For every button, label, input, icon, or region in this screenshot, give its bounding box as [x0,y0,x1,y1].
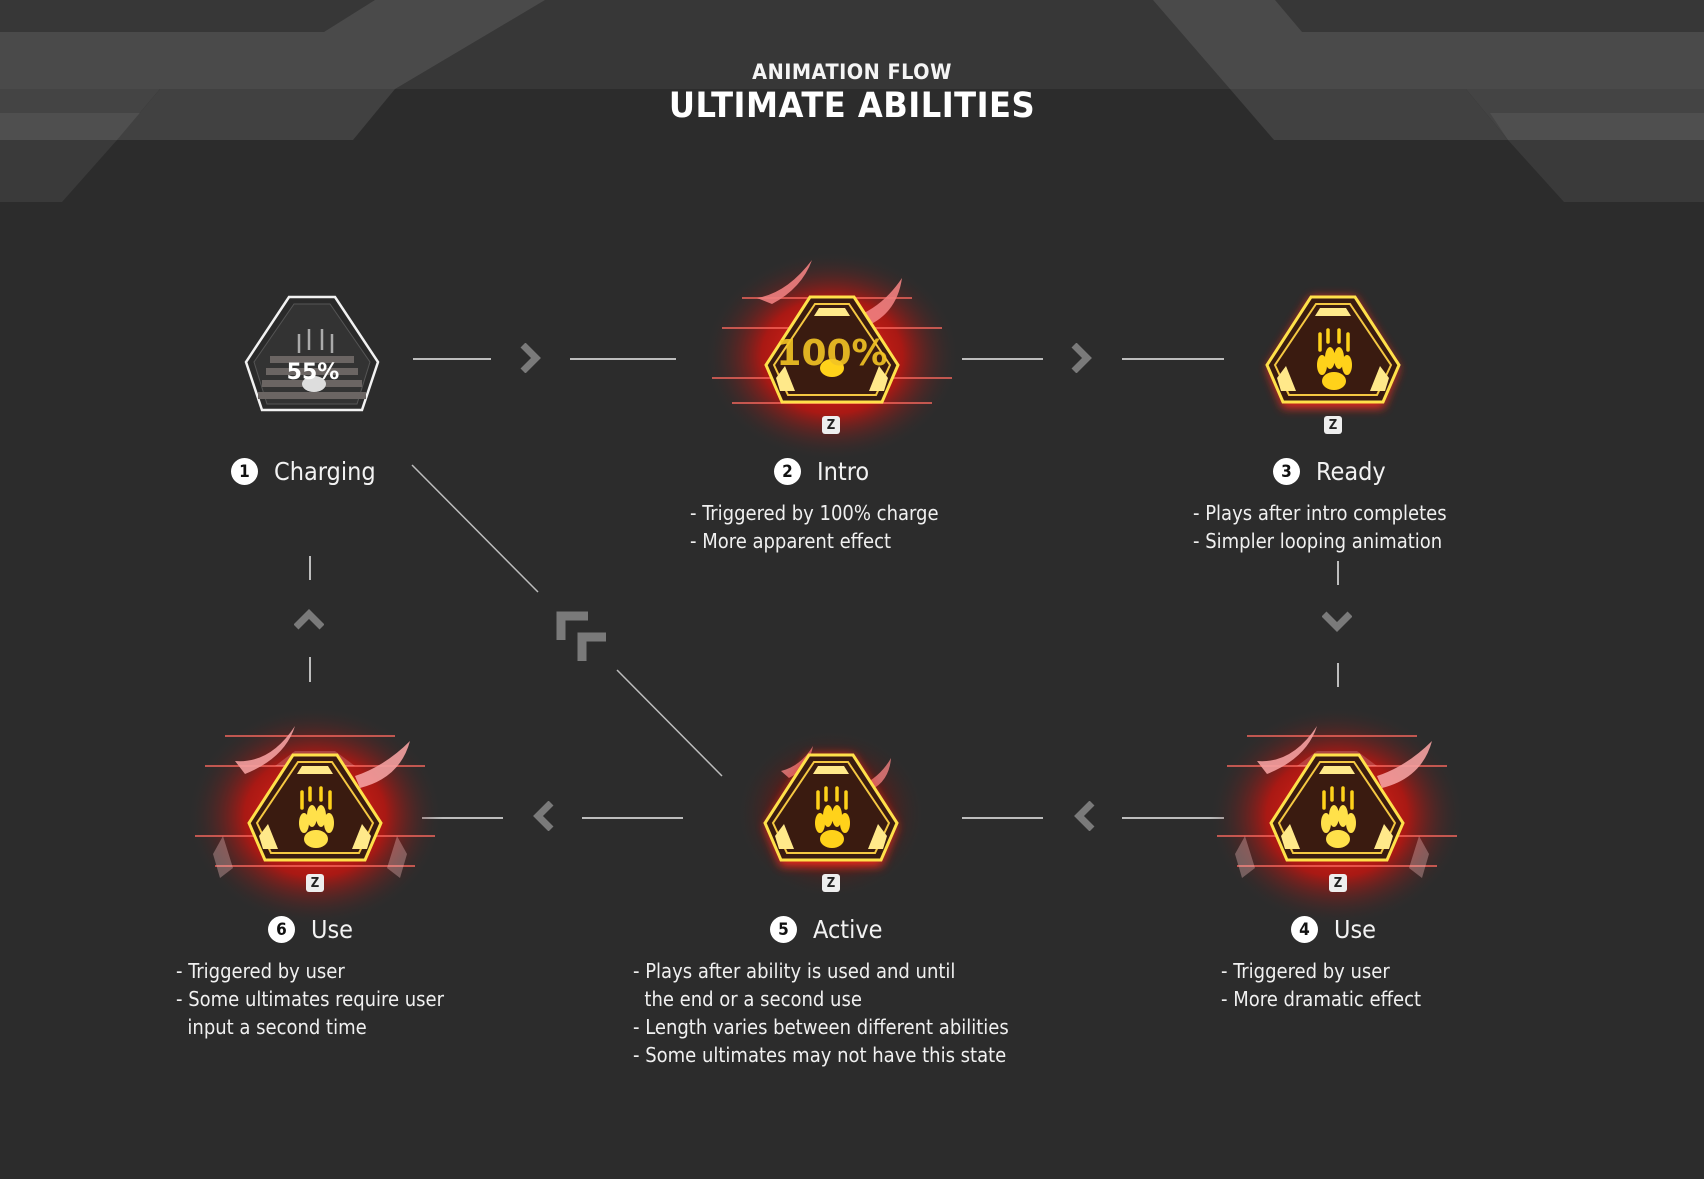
chevron-down-icon [1322,611,1352,632]
connector-line-3-4b [1337,663,1339,687]
page-subtitle: ANIMATION FLOW [752,60,952,84]
paw-use-icon [1209,706,1465,926]
node-title: Active [813,915,883,944]
paw-active-icon [736,729,926,899]
chevron-right-icon [1071,343,1092,373]
step-number-badge: 3 [1273,458,1300,485]
node-title: Use [311,915,354,944]
node-notes-active: - Plays after ability is used and until … [633,959,1009,1067]
node-notes-use-right: - Triggered by user - More dramatic effe… [1221,959,1422,1011]
step-number-badge: 5 [770,916,797,943]
page-header: ANIMATION FLOW ULTIMATE ABILITIES [0,60,1704,126]
keybind-z-badge: Z [822,416,840,434]
step-number-badge: 2 [774,458,801,485]
connector-line-2-3b [1122,358,1224,360]
svg-text:55%: 55% [287,360,340,385]
node-notes-use-left: - Triggered by user - Some ultimates req… [176,959,445,1039]
step-number-badge: 4 [1291,916,1318,943]
node-title: Use [1334,915,1377,944]
connector-line-6-1a [309,556,311,580]
keybind-z-badge: Z [822,874,840,892]
node-title: Intro [817,457,870,486]
connector-line-6-1b [309,657,311,682]
page-title: ULTIMATE ABILITIES [668,86,1036,126]
paw-use-icon [187,706,443,926]
connector-line-3-4a [1337,561,1339,585]
node-label-ready: 3 Ready [1273,457,1386,486]
keybind-z-badge: Z [306,874,324,892]
node-label-charging: 1 Charging [231,457,376,486]
chevron-up-icon [294,609,324,630]
node-title: Ready [1316,457,1386,486]
chevron-left-icon [1074,801,1095,831]
connector-line-4-5b [1122,817,1224,819]
chevron-left-icon [533,801,554,831]
keybind-z-badge: Z [1329,874,1347,892]
node-label-active: 5 Active [770,915,883,944]
connector-line-4-5a [962,817,1043,819]
paw-charging-icon: 55% [244,295,380,412]
connector-line-1-2b [570,358,676,360]
step-number-badge: 1 [231,458,258,485]
connector-line-5-6b [582,817,683,819]
paw-ready-icon [1265,295,1401,408]
node-label-use-left: 6 Use [268,915,353,944]
keybind-z-badge: Z [1324,416,1342,434]
svg-text:100%: 100% [776,333,887,374]
node-label-intro: 2 Intro [774,457,869,486]
chevron-right-icon [520,343,541,373]
header-background-shapes [0,0,1704,210]
node-notes-intro: - Triggered by 100% charge - More appare… [690,501,939,553]
connector-line-1-2a [413,358,491,360]
node-label-use-right: 4 Use [1291,915,1376,944]
step-number-badge: 6 [268,916,295,943]
double-chevron-up-left-icon [556,611,606,661]
connector-line-5-6a [422,817,503,819]
connector-line-2-3a [962,358,1043,360]
paw-intro-icon: 100% [704,251,960,461]
node-notes-ready: - Plays after intro completes - Simpler … [1193,501,1447,553]
node-title: Charging [274,457,376,486]
